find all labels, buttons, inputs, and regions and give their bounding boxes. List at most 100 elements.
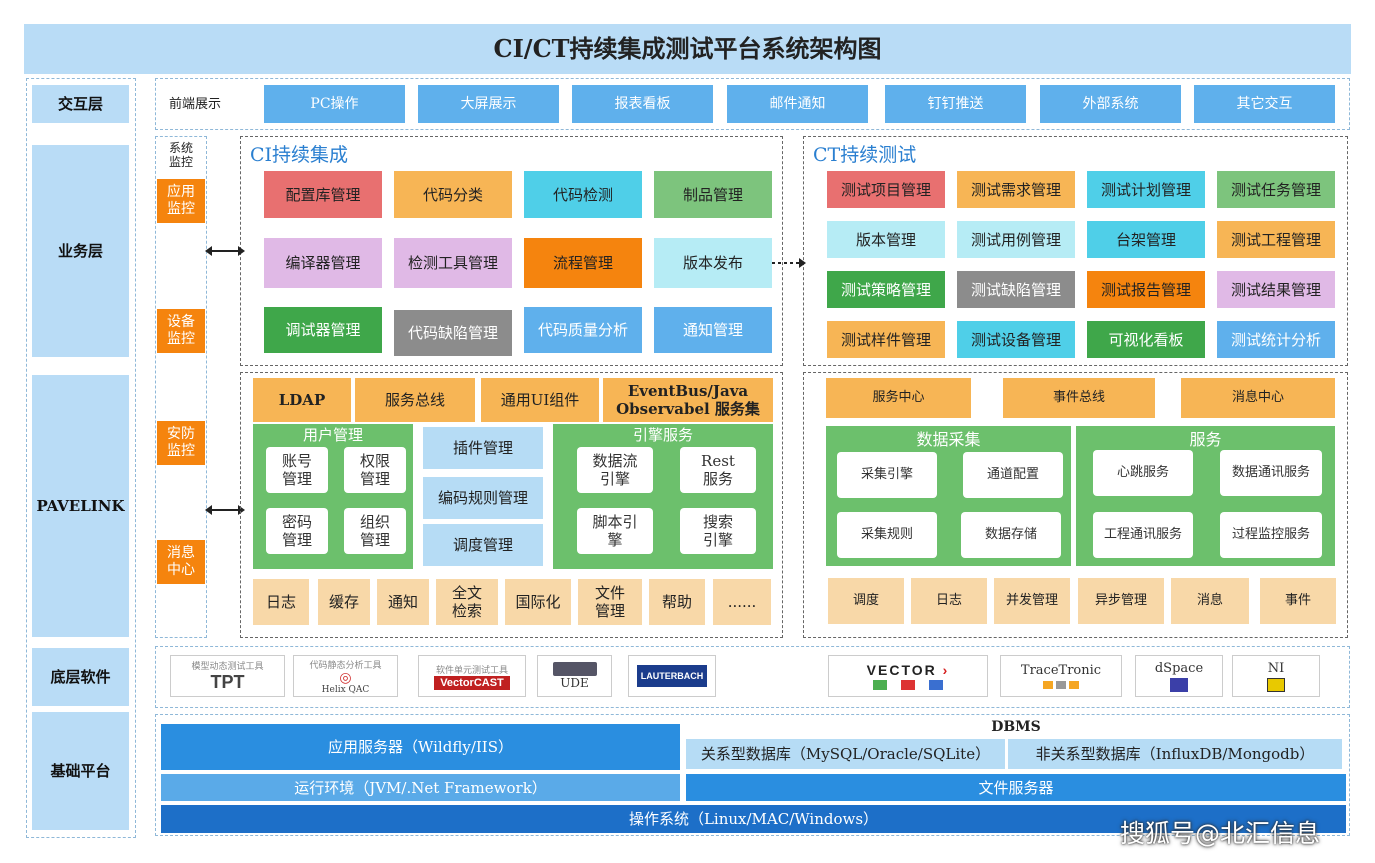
ct-module: 测试任务管理 xyxy=(1217,171,1335,208)
pavelink-core-item: LDAP xyxy=(253,378,351,422)
pavelink-util-item: 国际化 xyxy=(505,579,571,625)
frontend-item: 大屏展示 xyxy=(418,85,559,123)
pavelink-middle-item: 插件管理 xyxy=(423,427,543,469)
ct-header: CT持续测试 xyxy=(813,144,917,166)
pavelink-runtime-item: 调度 xyxy=(828,578,904,624)
layer-bottom-software: 底层软件 xyxy=(32,648,129,706)
ude-chip-icon xyxy=(552,662,597,676)
frontend-item: 报表看板 xyxy=(572,85,713,123)
vectorcast-logo: 软件单元测试工具 VectorCAST xyxy=(418,655,526,697)
pavelink-util-item: 日志 xyxy=(253,579,309,625)
dspace-logo: dSpace xyxy=(1135,655,1223,697)
nosql-db: 非关系型数据库（InfluxDB/Mongodb） xyxy=(1008,739,1342,769)
pavelink-runtime-item: 并发管理 xyxy=(994,578,1070,624)
service-title: 服务 xyxy=(1189,430,1222,449)
tracetronic-icon xyxy=(1043,681,1079,689)
ct-module: 版本管理 xyxy=(827,221,945,258)
ci-module: 制品管理 xyxy=(654,171,772,218)
frontend-item: PC操作 xyxy=(264,85,405,123)
ci-module: 通知管理 xyxy=(654,307,772,353)
ci-module: 版本发布 xyxy=(654,238,772,288)
ct-module: 台架管理 xyxy=(1087,221,1205,258)
software-row xyxy=(155,646,1350,708)
helix-wordmark: Helix QAC xyxy=(321,684,370,695)
pavelink-center-item: 服务中心 xyxy=(826,378,971,418)
pavelink-util-item: ...... xyxy=(713,579,771,625)
service-item: 心跳服务 xyxy=(1093,450,1193,496)
ci-module: 调试器管理 xyxy=(264,307,382,353)
base-platform-section xyxy=(155,714,1350,836)
pavelink-runtime-item: 异步管理 xyxy=(1078,578,1164,624)
pavelink-util-item: 通知 xyxy=(377,579,429,625)
user-management-item: 权限 管理 xyxy=(344,447,406,493)
ct-module: 测试缺陷管理 xyxy=(957,271,1075,308)
pavelink-center-item: 消息中心 xyxy=(1181,378,1335,418)
user-management-item: 组织 管理 xyxy=(344,508,406,554)
layer-column xyxy=(26,78,136,838)
ct-module: 测试项目管理 xyxy=(827,171,945,208)
ci-module: 代码质量分析 xyxy=(524,307,642,353)
vector-wordmark: VECTOR › xyxy=(866,662,950,678)
ct-module: 测试统计分析 xyxy=(1217,321,1335,358)
ct-section xyxy=(803,136,1348,366)
ci-ct-arrow xyxy=(772,258,806,268)
pavelink-left-section xyxy=(240,372,783,638)
ci-module: 代码分类 xyxy=(394,171,512,218)
layer-pavelink: PAVELINK xyxy=(32,375,129,637)
ct-module: 测试用例管理 xyxy=(957,221,1075,258)
tpt-caption: 模型动态测试工具 xyxy=(191,662,264,672)
monitor-pavelink-arrow xyxy=(205,505,245,515)
frontend-item: 钉钉推送 xyxy=(885,85,1026,123)
ci-module: 代码检测 xyxy=(524,171,642,218)
ude-wordmark: UDE xyxy=(560,676,589,690)
ci-header: CI持续集成 xyxy=(250,144,349,166)
layer-interaction: 交互层 xyxy=(32,85,129,123)
pavelink-middle-item: 调度管理 xyxy=(423,524,543,566)
data-collection-item: 采集引擎 xyxy=(837,452,937,498)
ci-module: 编译器管理 xyxy=(264,238,382,288)
ct-module: 测试工程管理 xyxy=(1217,221,1335,258)
monitor-ci-arrow xyxy=(205,246,245,256)
ni-labview-icon xyxy=(1267,677,1285,692)
monitor-item: 安防 监控 xyxy=(157,421,205,465)
ci-module: 流程管理 xyxy=(524,238,642,288)
frontend-item: 其它交互 xyxy=(1194,85,1335,123)
data-collection-title: 数据采集 xyxy=(916,430,981,449)
lauterbach-wordmark: LAUTERBACH xyxy=(636,665,708,687)
service-item: 数据通讯服务 xyxy=(1220,450,1322,496)
vector-tools-icon xyxy=(873,680,943,690)
ct-module: 测试计划管理 xyxy=(1087,171,1205,208)
ude-logo: UDE xyxy=(537,655,612,697)
monitor-item: 设备 监控 xyxy=(157,309,205,353)
user-management-item: 密码 管理 xyxy=(266,508,328,554)
pavelink-runtime-item: 消息 xyxy=(1171,578,1249,624)
ct-module: 测试策略管理 xyxy=(827,271,945,308)
dspace-wordmark: dSpace xyxy=(1154,660,1204,676)
engine-service-title: 引擎服务 xyxy=(632,426,693,444)
user-management-title: 用户管理 xyxy=(302,426,363,444)
frontend-item: 外部系统 xyxy=(1040,85,1181,123)
dspace-icon xyxy=(1170,677,1188,692)
diagram-title: CI/CT持续集成测试平台系统架构图 xyxy=(24,24,1351,74)
pavelink-runtime-item: 事件 xyxy=(1260,578,1336,624)
engine-service-item: 脚本引 擎 xyxy=(577,508,653,554)
watermark: 搜狐号@北汇信息 xyxy=(1120,819,1321,848)
service-item: 过程监控服务 xyxy=(1220,512,1322,558)
monitor-column xyxy=(155,136,207,638)
pavelink-core-item: EventBus/Java Observabel 服务集 xyxy=(603,378,773,422)
tpt-logo: 模型动态测试工具 TPT xyxy=(170,655,285,697)
ci-module: 配置库管理 xyxy=(264,171,382,218)
pavelink-util-item: 缓存 xyxy=(318,579,370,625)
dbms-label: DBMS xyxy=(991,718,1041,735)
ct-module: 测试报告管理 xyxy=(1087,271,1205,308)
layer-base-platform: 基础平台 xyxy=(32,712,129,830)
vectorcast-wordmark: VectorCAST xyxy=(434,675,510,690)
data-collection-item: 数据存储 xyxy=(961,512,1061,558)
engine-service-item: 数据流 引擎 xyxy=(577,447,653,493)
ct-module: 测试需求管理 xyxy=(957,171,1075,208)
data-collection-item: 通道配置 xyxy=(963,452,1063,498)
helix-caption: 代码静态分析工具 xyxy=(309,660,382,671)
monitor-label: 系统 监控 xyxy=(168,140,193,169)
file-server: 文件服务器 xyxy=(686,774,1346,801)
monitor-item: 消息 中心 xyxy=(157,540,205,584)
